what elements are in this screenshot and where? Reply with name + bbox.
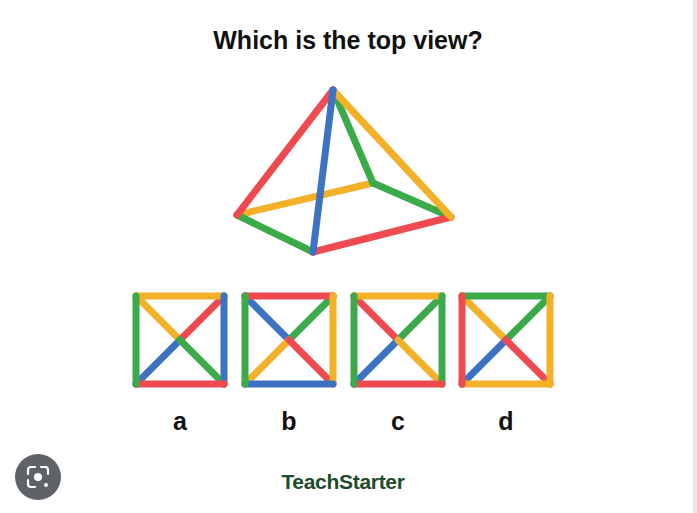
label-holder: a — [173, 407, 187, 436]
pyramid — [237, 90, 451, 252]
option-letter: c — [391, 407, 405, 436]
option-letter: a — [173, 407, 187, 436]
option-letter: b — [281, 407, 296, 436]
label-holder: b — [281, 407, 296, 436]
option-b-square — [245, 296, 333, 384]
scrollbar — [693, 0, 697, 513]
label-holder: d — [498, 407, 513, 436]
title-holder: Which is the top view? — [213, 26, 482, 55]
brand-logo: TeachStarter — [281, 470, 404, 494]
option-a-square — [136, 296, 224, 384]
label-holder: TeachStarter — [281, 470, 404, 494]
title: Which is the top view? — [213, 26, 482, 55]
option-d-square — [462, 296, 550, 384]
label-holder: c — [391, 407, 405, 436]
option-c-square — [354, 296, 442, 384]
lens-icon — [15, 454, 61, 500]
option-letter: d — [498, 407, 513, 436]
